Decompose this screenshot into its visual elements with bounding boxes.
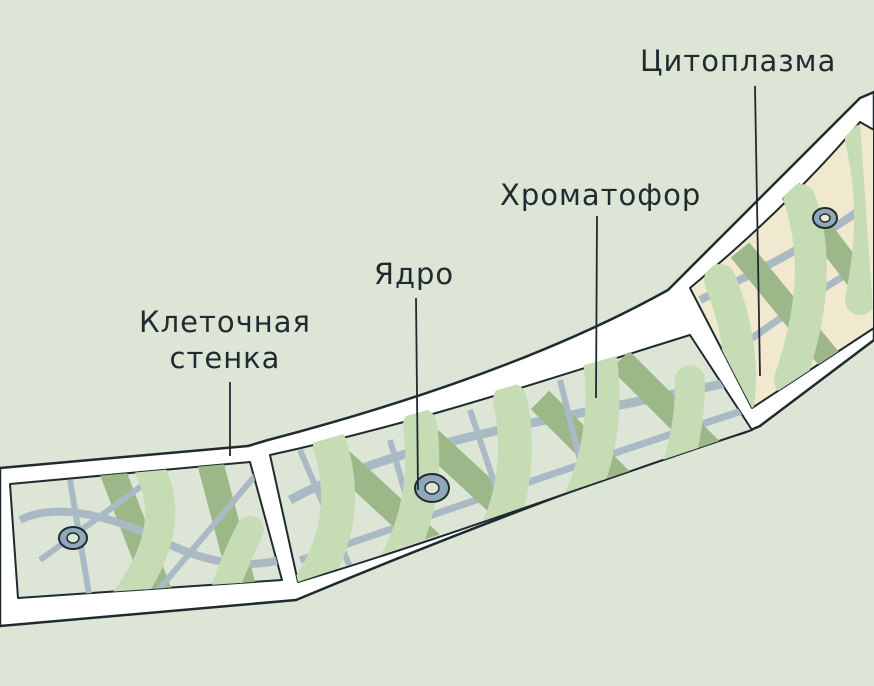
cell-right xyxy=(689,121,874,409)
label-cell-wall: Клеточная стенка xyxy=(130,304,320,376)
leader-chromatophore xyxy=(595,215,598,399)
leader-nucleus xyxy=(415,297,419,491)
label-cytoplasm: Цитоплазма xyxy=(640,44,837,78)
label-cell-wall-line2: стенка xyxy=(169,341,281,375)
label-cell-wall-line1: Клеточная xyxy=(139,305,311,339)
label-nucleus: Ядро xyxy=(373,257,455,291)
cell-left xyxy=(9,461,283,599)
leader-cytoplasm xyxy=(754,85,761,377)
label-chromatophore: Хроматофор xyxy=(500,178,702,212)
